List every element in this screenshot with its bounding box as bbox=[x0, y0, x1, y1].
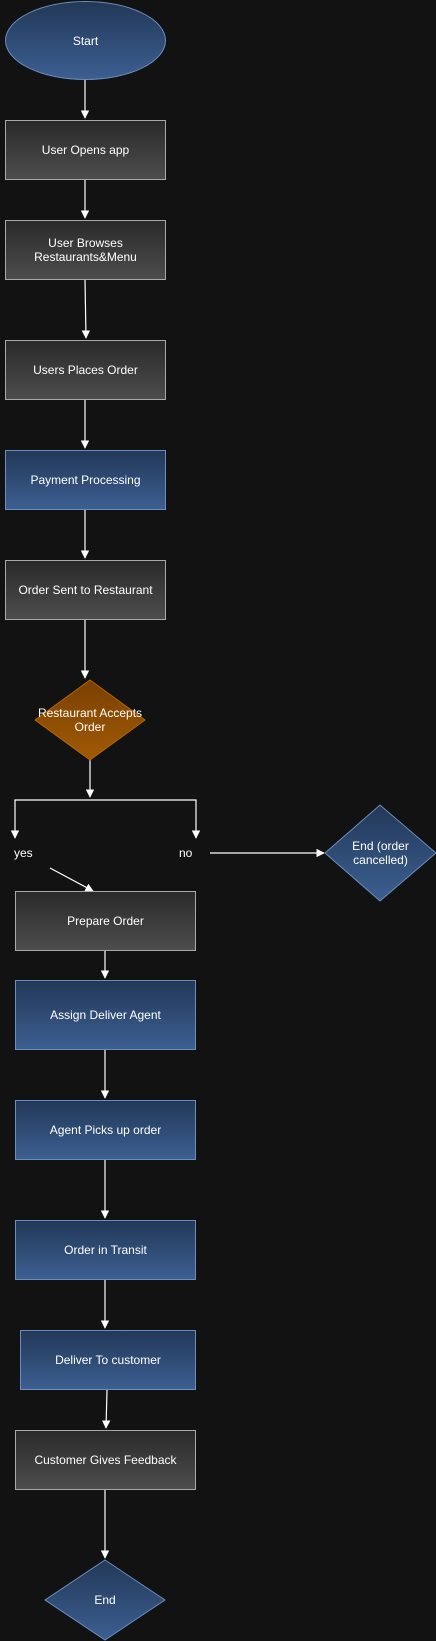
node-assign-agent-label: Assign Deliver Agent bbox=[50, 1008, 161, 1022]
node-order-in-transit-label: Order in Transit bbox=[64, 1243, 147, 1257]
decision-restaurant-accepts-shape bbox=[34, 679, 146, 761]
node-users-places-order: Users Places Order bbox=[5, 340, 166, 400]
node-order-in-transit: Order in Transit bbox=[15, 1220, 196, 1280]
edge-yes-to-prepare bbox=[49, 867, 94, 892]
node-deliver-to-customer: Deliver To customer bbox=[20, 1330, 196, 1390]
end-node: End bbox=[45, 1560, 165, 1640]
node-deliver-to-customer-label: Deliver To customer bbox=[55, 1353, 161, 1367]
node-assign-agent: Assign Deliver Agent bbox=[15, 980, 196, 1050]
node-prepare-order-label: Prepare Order bbox=[67, 914, 144, 928]
node-user-opens-app-label: User Opens app bbox=[41, 143, 130, 157]
node-order-sent: Order Sent to Restaurant bbox=[5, 560, 166, 620]
node-customer-feedback-label: Customer Gives Feedback bbox=[34, 1453, 177, 1467]
node-user-browses-label: User Browses Restaurants&Menu bbox=[34, 236, 137, 264]
decision-restaurant-accepts: Restaurant Accepts Order bbox=[35, 680, 145, 760]
decision-restaurant-accepts-label: Restaurant Accepts Order bbox=[37, 706, 143, 734]
end-label: End bbox=[94, 1593, 116, 1607]
node-user-opens-app: User Opens app bbox=[5, 120, 166, 180]
node-agent-picks-up-label: Agent Picks up order bbox=[49, 1123, 162, 1137]
node-customer-feedback: Customer Gives Feedback bbox=[15, 1430, 196, 1490]
end-cancelled-label: End (order cancelled) bbox=[352, 839, 409, 867]
edge-browses-to-places bbox=[81, 279, 91, 339]
end-cancelled-shape bbox=[324, 804, 436, 902]
node-agent-picks-up: Agent Picks up order bbox=[15, 1100, 196, 1160]
edge-deliver-to-feedback bbox=[102, 1389, 111, 1429]
end-shape bbox=[44, 1559, 166, 1641]
node-users-places-order-label: Users Places Order bbox=[33, 363, 138, 377]
edge-branch-no bbox=[90, 799, 201, 839]
node-prepare-order: Prepare Order bbox=[15, 891, 196, 951]
edge-branch-yes bbox=[10, 799, 90, 839]
node-order-sent-label: Order Sent to Restaurant bbox=[18, 583, 153, 597]
start-label: Start bbox=[72, 33, 99, 48]
node-user-browses: User Browses Restaurants&Menu bbox=[5, 220, 166, 280]
branch-label-yes: yes bbox=[14, 846, 33, 860]
node-payment-processing-label: Payment Processing bbox=[30, 473, 141, 487]
end-cancelled-node: End (order cancelled) bbox=[325, 805, 436, 901]
branch-label-no: no bbox=[179, 846, 193, 860]
node-payment-processing: Payment Processing bbox=[5, 450, 166, 510]
start-node: Start bbox=[5, 1, 166, 80]
